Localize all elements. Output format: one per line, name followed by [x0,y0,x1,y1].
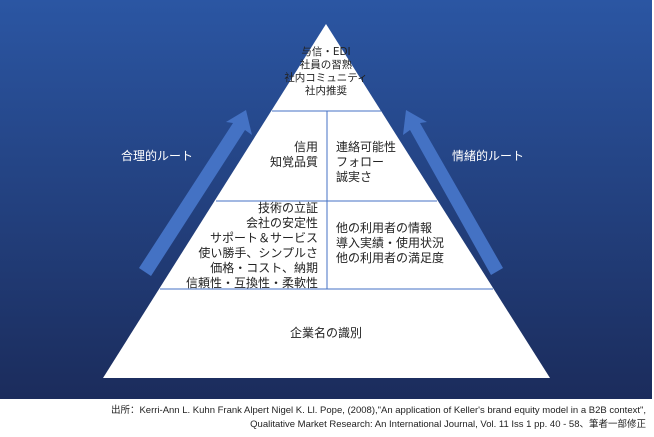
lower-left-item: サポート＆サービス [209,231,318,245]
middle-left-item: 知覚品質 [269,155,318,169]
lower-right-text: 他の利用者の情報 導入実績・使用状況 他の利用者の満足度 [336,221,444,266]
top-tier-text: 与信・EDI 社員の習熟 社内コミュニティ 社内推奨 [256,46,396,98]
source-line-1: 出所：Kerri-Ann L. Kuhn Frank Alpert Nigel … [110,405,646,416]
top-item: 社内コミュニティ [284,72,368,84]
base-tier-text: 企業名の識別 [289,326,362,340]
lower-left-item: 使い勝手、シンプルさ [198,246,318,260]
top-item: 与信・EDI [301,46,351,58]
middle-right-item: 誠実さ [336,170,373,184]
top-item: 社員の習熟 [299,59,353,71]
source-citation: 出所：Kerri-Ann L. Kuhn Frank Alpert Nigel … [111,404,646,432]
left-arrow [139,110,252,276]
middle-right-item: フォロー [336,155,385,169]
middle-right-item: 連絡可能性 [336,140,397,154]
lower-left-item: 技術の立証 [257,201,318,215]
lower-right-item: 他の利用者の情報 [336,221,433,235]
lower-left-item: 価格・コスト、納期 [210,261,318,275]
top-item: 社内推奨 [305,85,347,97]
lower-right-item: 導入実績・使用状況 [336,236,445,250]
lower-left-text: 技術の立証 会社の安定性 サポート＆サービス 使い勝手、シンプルさ 価格・コスト… [160,201,318,291]
source-line-2: Qualitative Market Research: An Internat… [250,419,646,430]
right-arrow [403,110,503,275]
rational-route-label: 合理的ルート [121,149,194,163]
lower-left-item: 信頼性・互換性・柔軟性 [185,276,318,290]
middle-right-text: 連絡可能性 フォロー 誠実さ [336,140,396,185]
lower-right-item: 他の利用者の満足度 [336,251,445,265]
emotional-route-label: 情緒的ルート [452,149,525,163]
lower-left-item: 会社の安定性 [245,216,318,230]
middle-left-text: 信用 知覚品質 [220,140,318,170]
middle-left-item: 信用 [293,140,318,154]
